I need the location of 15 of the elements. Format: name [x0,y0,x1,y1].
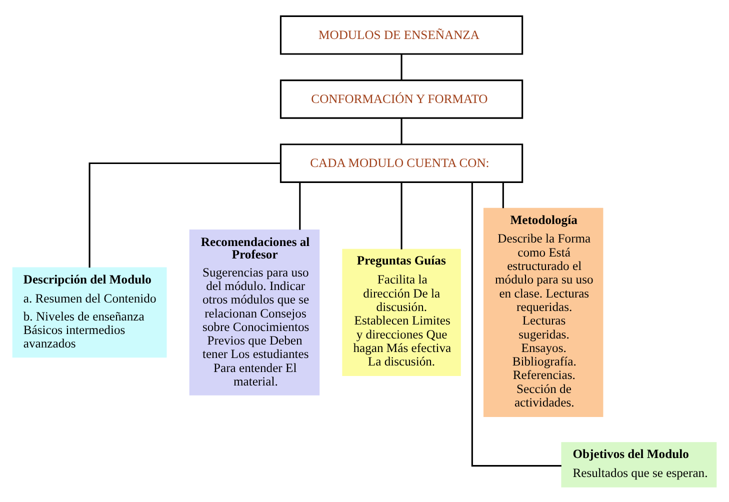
node-box: CONFORMACIÓN Y FORMATO [280,79,524,118]
node-box: Metodología Describe la Forma como Está estructurado el módulo para su uso en clase. Lecturas requeridas. Lecturas sugeridas. Ensayos. Bibliografía. Referencias. Sección de actividades. [483,207,604,416]
connector [400,54,402,80]
node-box: CADA MODULO CUENTA CON: [280,143,524,182]
connector [471,182,562,466]
node-box: Objetivos del Modulo Resultados que se esperan. [561,442,717,487]
connector [502,182,504,208]
connector [400,118,402,144]
connector [88,162,280,268]
node-box: Preguntas Guías Facilita la dirección De la discusión. Establecen Limites y direcciones Que hagan Más efectiva La discusión. [342,248,461,376]
node-box: Recomendaciones al Profesor Sugerencias para uso del módulo. Indicar otros módulos que se relacionan Consejos sobre Conocimientos Previos que Deben tener Los estudiantes Para entender El material. [189,228,320,395]
node-box: MODULOS DE ENSEÑANZA [280,14,524,54]
node-box: Descripción del Modulo a. Resumen del Contenido b. Niveles de enseñanza Básicos intermedios avanzados [12,266,167,358]
connector [400,182,402,249]
connector [299,182,301,230]
